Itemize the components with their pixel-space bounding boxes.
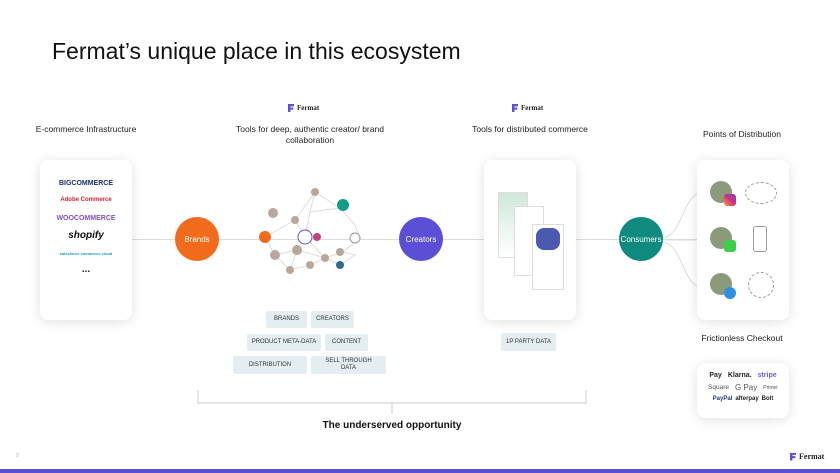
tag-creators: CREATORS [311,311,354,328]
fermat-icon [790,452,796,461]
ecommerce-heading: E-commerce Infrastructure [35,124,137,134]
fermat-icon [288,104,294,112]
tag-1p-party-data: 1P PARTY DATA [501,333,556,351]
brands-node: Brands [175,217,219,261]
opportunity-label: The underserved opportunity [322,420,462,431]
safari-icon [724,287,736,299]
collab-heading: Tools for deep, authentic creator/ brand… [236,124,384,145]
ecommerce-card: BIGCOMMERCE Adobe Commerce WOOCOMMERCE s… [40,160,132,320]
distributed-card [484,160,576,320]
footer-accent-bar [0,469,840,473]
creators-node: Creators [399,217,443,261]
community-icon [748,272,774,298]
instagram-icon [724,194,736,206]
stripe-logo: stripe [757,372,777,379]
checkout-card: Pay Klarna. stripe Square G Pay Primer PayPa… [697,363,789,418]
slide-title: Fermat’s unique place in this ecosystem [52,38,461,64]
opportunity-bracket [197,390,587,414]
creator-network-graph [259,188,361,274]
consumers-node: Consumers [619,217,663,261]
distribution-card [697,160,789,320]
google-pay-logo: G Pay [735,383,758,392]
apple-pay-logo: Pay [709,372,722,379]
fermat-logo: Fermat [288,104,319,112]
bigcommerce-logo: BIGCOMMERCE [58,180,114,187]
woocommerce-logo: WOOCOMMERCE [56,215,116,222]
tag-content: CONTENT [325,334,368,351]
shopify-logo: shopify [68,230,104,241]
salesforce-logo: salesforce commerce cloud [59,251,113,256]
fermat-icon [512,104,518,112]
phone-screen-3 [532,224,564,290]
bolt-logo: Bolt [761,396,774,402]
more-ellipsis: ... [81,264,91,275]
square-logo: Square [708,384,729,391]
klarna-logo: Klarna. [727,372,752,379]
distribution-heading: Points of Distribution [703,129,781,139]
afterpay-logo: afterpay [735,396,759,402]
fermat-logo-2: Fermat [512,104,543,112]
primer-logo: Primer [763,384,778,391]
paypal-logo: PayPal [712,396,733,402]
messages-icon [724,240,736,252]
checkout-heading: Frictionless Checkout [701,333,783,343]
tag-sell-through-data: SELL THROUGH DATA [311,356,386,374]
tag-distribution: DISTRIBUTION [233,356,307,374]
fermat-footer-logo: Fermat [790,452,824,461]
tag-brands: BRANDS [266,311,307,328]
page-number: 9 [16,453,19,459]
tag-product-meta-data: PRODUCT META-DATA [247,334,321,351]
network-icon [745,182,777,204]
distributed-heading: Tools for distributed commerce [472,124,588,134]
phone-contacts-icon [753,226,767,252]
adobe-commerce-logo: Adobe Commerce [60,197,112,203]
